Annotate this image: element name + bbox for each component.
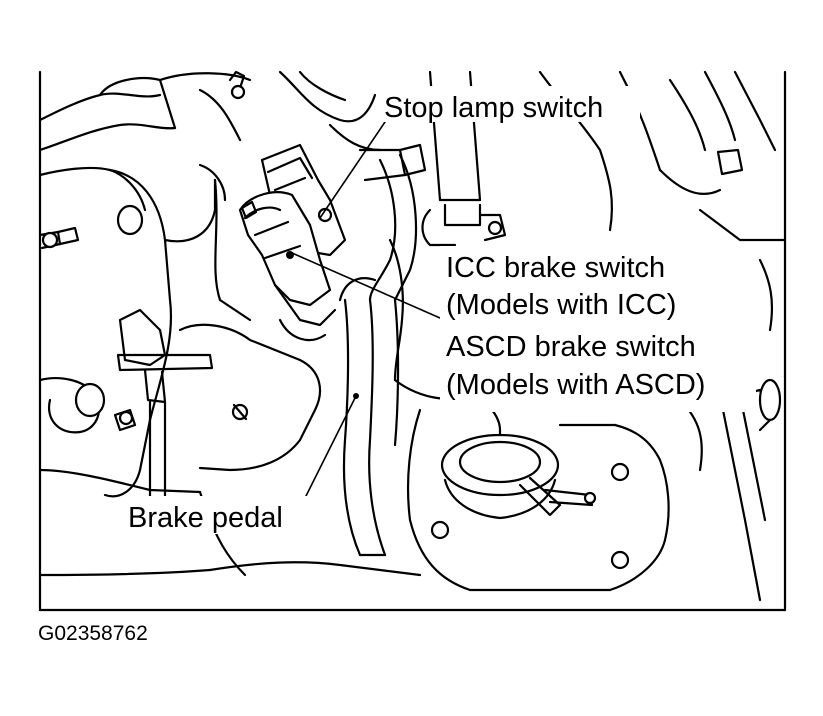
upper-right-components: [538, 70, 787, 602]
leader-line-icc-ascd: [291, 252, 441, 319]
dash-panel-structure: [38, 70, 427, 182]
brake-pedal-arm: [338, 153, 418, 557]
figure-id: G02358762: [38, 622, 148, 645]
switch-label-bg: [440, 246, 756, 412]
pedal-bracket: [38, 163, 227, 498]
brake-pedal-label-bg: [122, 496, 314, 534]
label-ascd-models: (Models with ASCD): [446, 369, 705, 401]
switch-assembly: [238, 143, 347, 342]
label-stop-lamp-switch: Stop lamp switch: [384, 92, 603, 124]
label-brake-pedal: Brake pedal: [128, 502, 283, 534]
brake-booster-area: [388, 70, 670, 592]
illustration-frame: [38, 70, 787, 612]
leader-line-stop-lamp: [319, 121, 386, 219]
leader-lines: [291, 121, 441, 509]
stop-lamp-label-bg: [378, 86, 640, 122]
label-ascd-brake-switch: ASCD brake switch: [446, 331, 696, 363]
mounting-plate: [116, 178, 322, 502]
leader-line-brake-pedal: [299, 395, 357, 509]
label-icc-models: (Models with ICC): [446, 289, 676, 321]
label-icc-brake-switch: ICC brake switch: [446, 252, 665, 284]
